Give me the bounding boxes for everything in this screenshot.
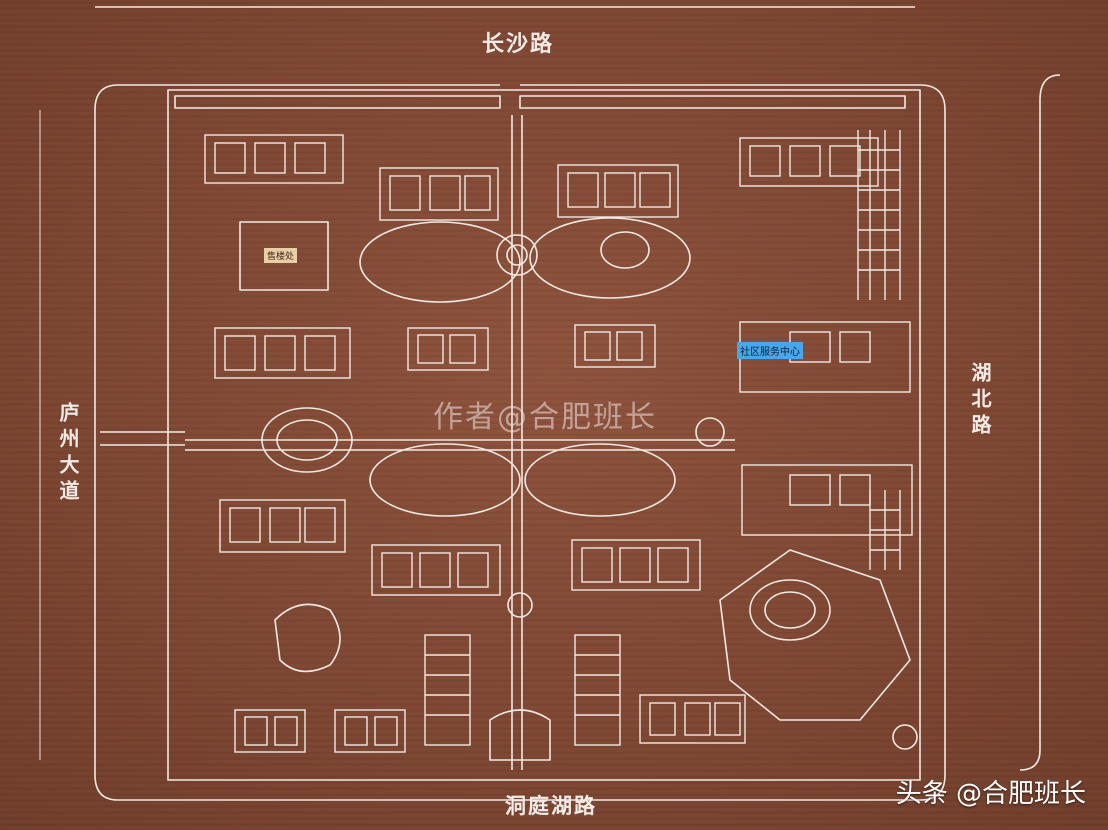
block-north-center-right <box>557 164 679 218</box>
site-boundary <box>167 89 921 781</box>
road-name-north: 长沙路 <box>482 31 555 57</box>
block-north-east <box>739 137 879 187</box>
block-south-center-right <box>571 539 701 591</box>
east-outer-rail <box>1019 74 1061 771</box>
east-parking <box>857 130 901 570</box>
block-west-south <box>219 499 346 553</box>
south-gate <box>489 709 551 761</box>
west-pond <box>261 407 353 473</box>
road-name-west: 庐州大道 <box>56 402 80 506</box>
central-roundabout <box>496 234 538 276</box>
north-parking <box>174 95 501 109</box>
block-south-center-left <box>371 544 501 596</box>
block-south-west <box>234 709 406 753</box>
clubhouse <box>719 549 911 721</box>
townhouse-row-east <box>574 634 621 746</box>
garden-north <box>359 221 521 303</box>
outer-road-ring <box>94 84 946 801</box>
block-mid-center-left <box>407 327 489 371</box>
road-name-east: 湖北路 <box>968 362 992 440</box>
townhouse-row-west <box>424 634 471 746</box>
block-north-center-left <box>379 167 499 221</box>
west-entrance <box>100 431 185 446</box>
sales-building <box>239 221 329 291</box>
credit-label: 头条 @合肥班长 <box>895 779 1086 809</box>
block-mid-center-right <box>574 324 656 368</box>
block-south-east <box>639 694 746 744</box>
service-center-tag: 社区服务中心 <box>737 342 803 359</box>
block-east-south <box>741 464 913 536</box>
garden-center <box>369 443 521 517</box>
sales-center-tag: 售楼处 <box>264 248 298 263</box>
road-name-south: 洞庭湖路 <box>505 793 597 818</box>
block-north-west <box>204 134 344 184</box>
watermark: 作者@合肥班长 <box>433 400 657 435</box>
block-mid-west <box>214 327 351 379</box>
